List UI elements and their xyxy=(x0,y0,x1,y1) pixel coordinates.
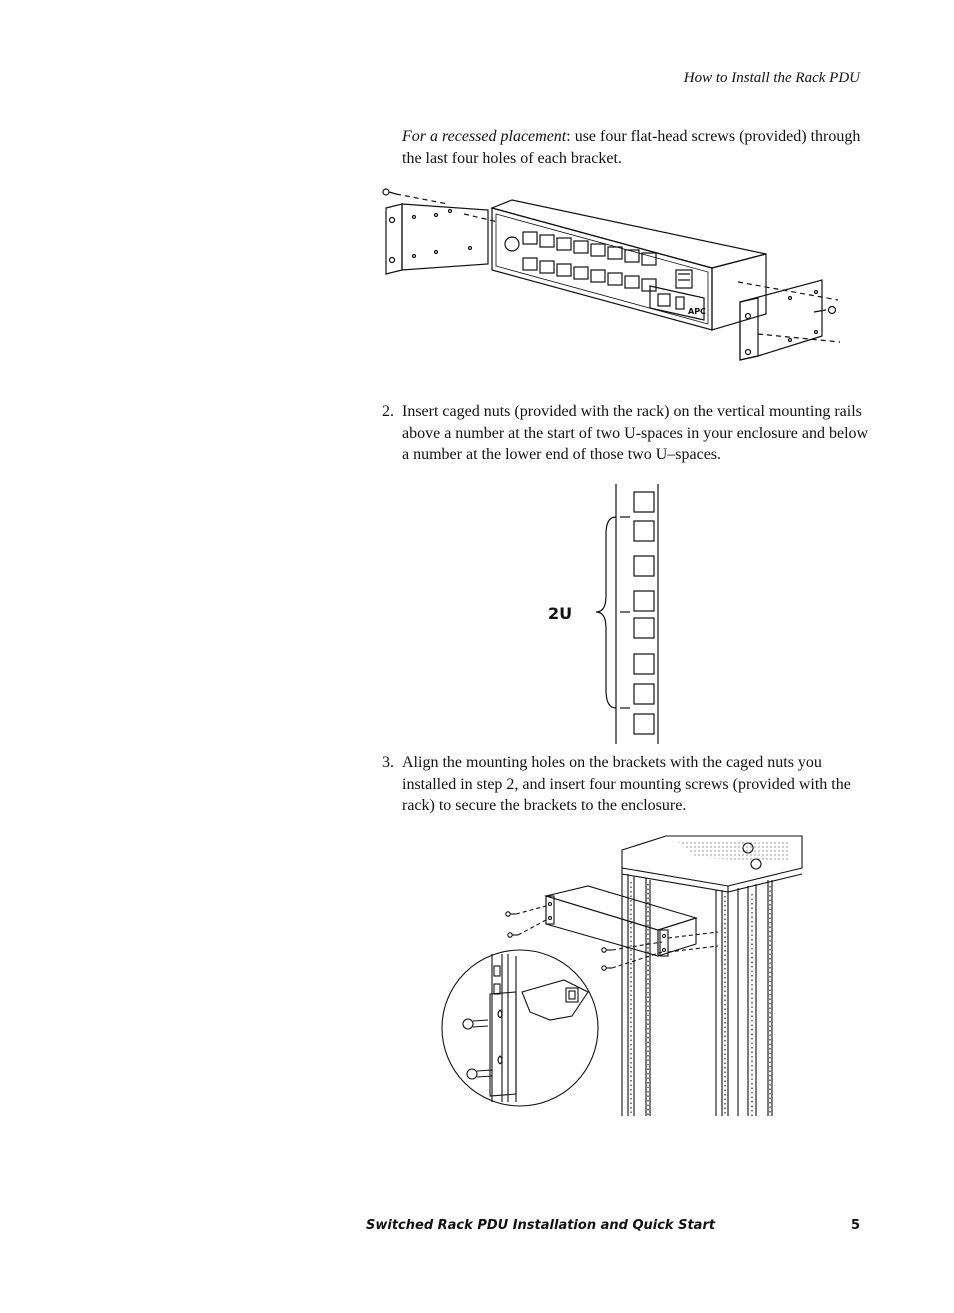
recessed-placement-paragraph: For a recessed placement: use four flat-… xyxy=(402,126,872,169)
rail-hole xyxy=(633,653,655,675)
recessed-lead: For a recessed placement xyxy=(402,128,567,145)
pdu-body xyxy=(490,199,767,331)
recessed-text: : use four flat-head screws (provided) t… xyxy=(402,128,861,167)
right-bracket xyxy=(739,279,823,361)
rail-hole xyxy=(633,713,655,735)
enclosure-mounting-figure xyxy=(438,834,808,1119)
step-2: 2. Insert caged nuts (provided with the … xyxy=(382,401,872,466)
mounting-screw-icon xyxy=(601,965,612,971)
step-2-number: 2. xyxy=(382,403,394,420)
step-3-number: 3. xyxy=(382,754,394,771)
mounting-screw-icon xyxy=(505,911,516,917)
rail-hole xyxy=(633,555,655,577)
left-bracket xyxy=(385,203,489,275)
detail-inset xyxy=(441,949,599,1107)
pdu-unit xyxy=(543,885,698,957)
rack-rail-left xyxy=(621,874,651,1116)
footer-title: Switched Rack PDU Installation and Quick… xyxy=(366,1218,716,1233)
rail-hole xyxy=(633,683,655,705)
page-number: 5 xyxy=(851,1218,861,1233)
right-screw-icon xyxy=(813,305,837,315)
2u-brace xyxy=(595,516,617,709)
rail-hole xyxy=(633,520,655,542)
rail-hole xyxy=(633,617,655,639)
pdu-bracket-figure: APC xyxy=(378,182,848,372)
inset-screw-icon xyxy=(466,1068,493,1080)
left-screw-icon xyxy=(382,188,397,196)
running-header: How to Install the Rack PDU xyxy=(683,70,860,86)
inset-screw-icon xyxy=(462,1018,489,1030)
step-3-text: Align the mounting holes on the brackets… xyxy=(402,754,851,814)
rail-2u-figure: 2U xyxy=(530,484,670,746)
mounting-screw-icon xyxy=(507,932,518,938)
step-3: 3. Align the mounting holes on the brack… xyxy=(382,752,872,817)
rail-hole xyxy=(633,590,655,612)
2u-label: 2U xyxy=(548,604,572,623)
rack-rail-right xyxy=(715,880,773,1116)
apc-logo: APC xyxy=(688,307,706,316)
enclosure-top xyxy=(621,835,803,893)
rail-hole xyxy=(633,491,655,513)
step-2-text: Insert caged nuts (provided with the rac… xyxy=(402,403,869,463)
mounting-screw-icon xyxy=(601,947,612,953)
